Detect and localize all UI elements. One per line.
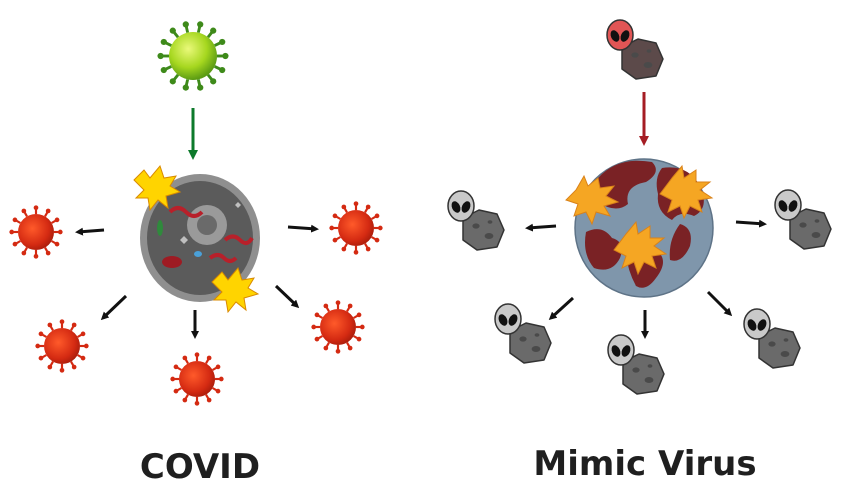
progeny-viruses: [9, 201, 383, 406]
release-arrow: [75, 227, 105, 236]
mimic-release-arrow: [735, 219, 767, 228]
red-alien-icon: [606, 19, 664, 80]
grey-alien-icon: [607, 334, 665, 395]
red-virus-icon: [311, 300, 365, 354]
grey-alien-icon: [774, 189, 832, 250]
host-cell-icon: [133, 164, 260, 314]
green-virus-icon: [157, 21, 229, 91]
mimic-title: Mimic Virus: [533, 444, 757, 484]
red-virus-icon: [35, 319, 89, 373]
mimic-release-arrow: [525, 223, 557, 232]
incoming-virus-icon: [157, 21, 229, 91]
release-arrow: [274, 284, 300, 309]
grey-alien-icon: [494, 303, 552, 364]
grey-alien-icon: [743, 308, 801, 369]
planet-icon: [565, 158, 714, 298]
red-virus-icon: [170, 352, 224, 406]
grey-alien-icon: [447, 190, 505, 251]
covid-title: COVID: [139, 447, 261, 487]
red-virus-icon: [9, 205, 63, 259]
release-arrow: [287, 224, 319, 233]
red-virus-icon: [329, 201, 383, 255]
mimic-release-arrow: [706, 290, 733, 317]
mimic-release-arrow: [548, 296, 575, 321]
incoming-alien-asteroid-icon: [606, 19, 664, 80]
mimic-progeny: [447, 189, 832, 395]
release-arrow: [100, 294, 128, 321]
